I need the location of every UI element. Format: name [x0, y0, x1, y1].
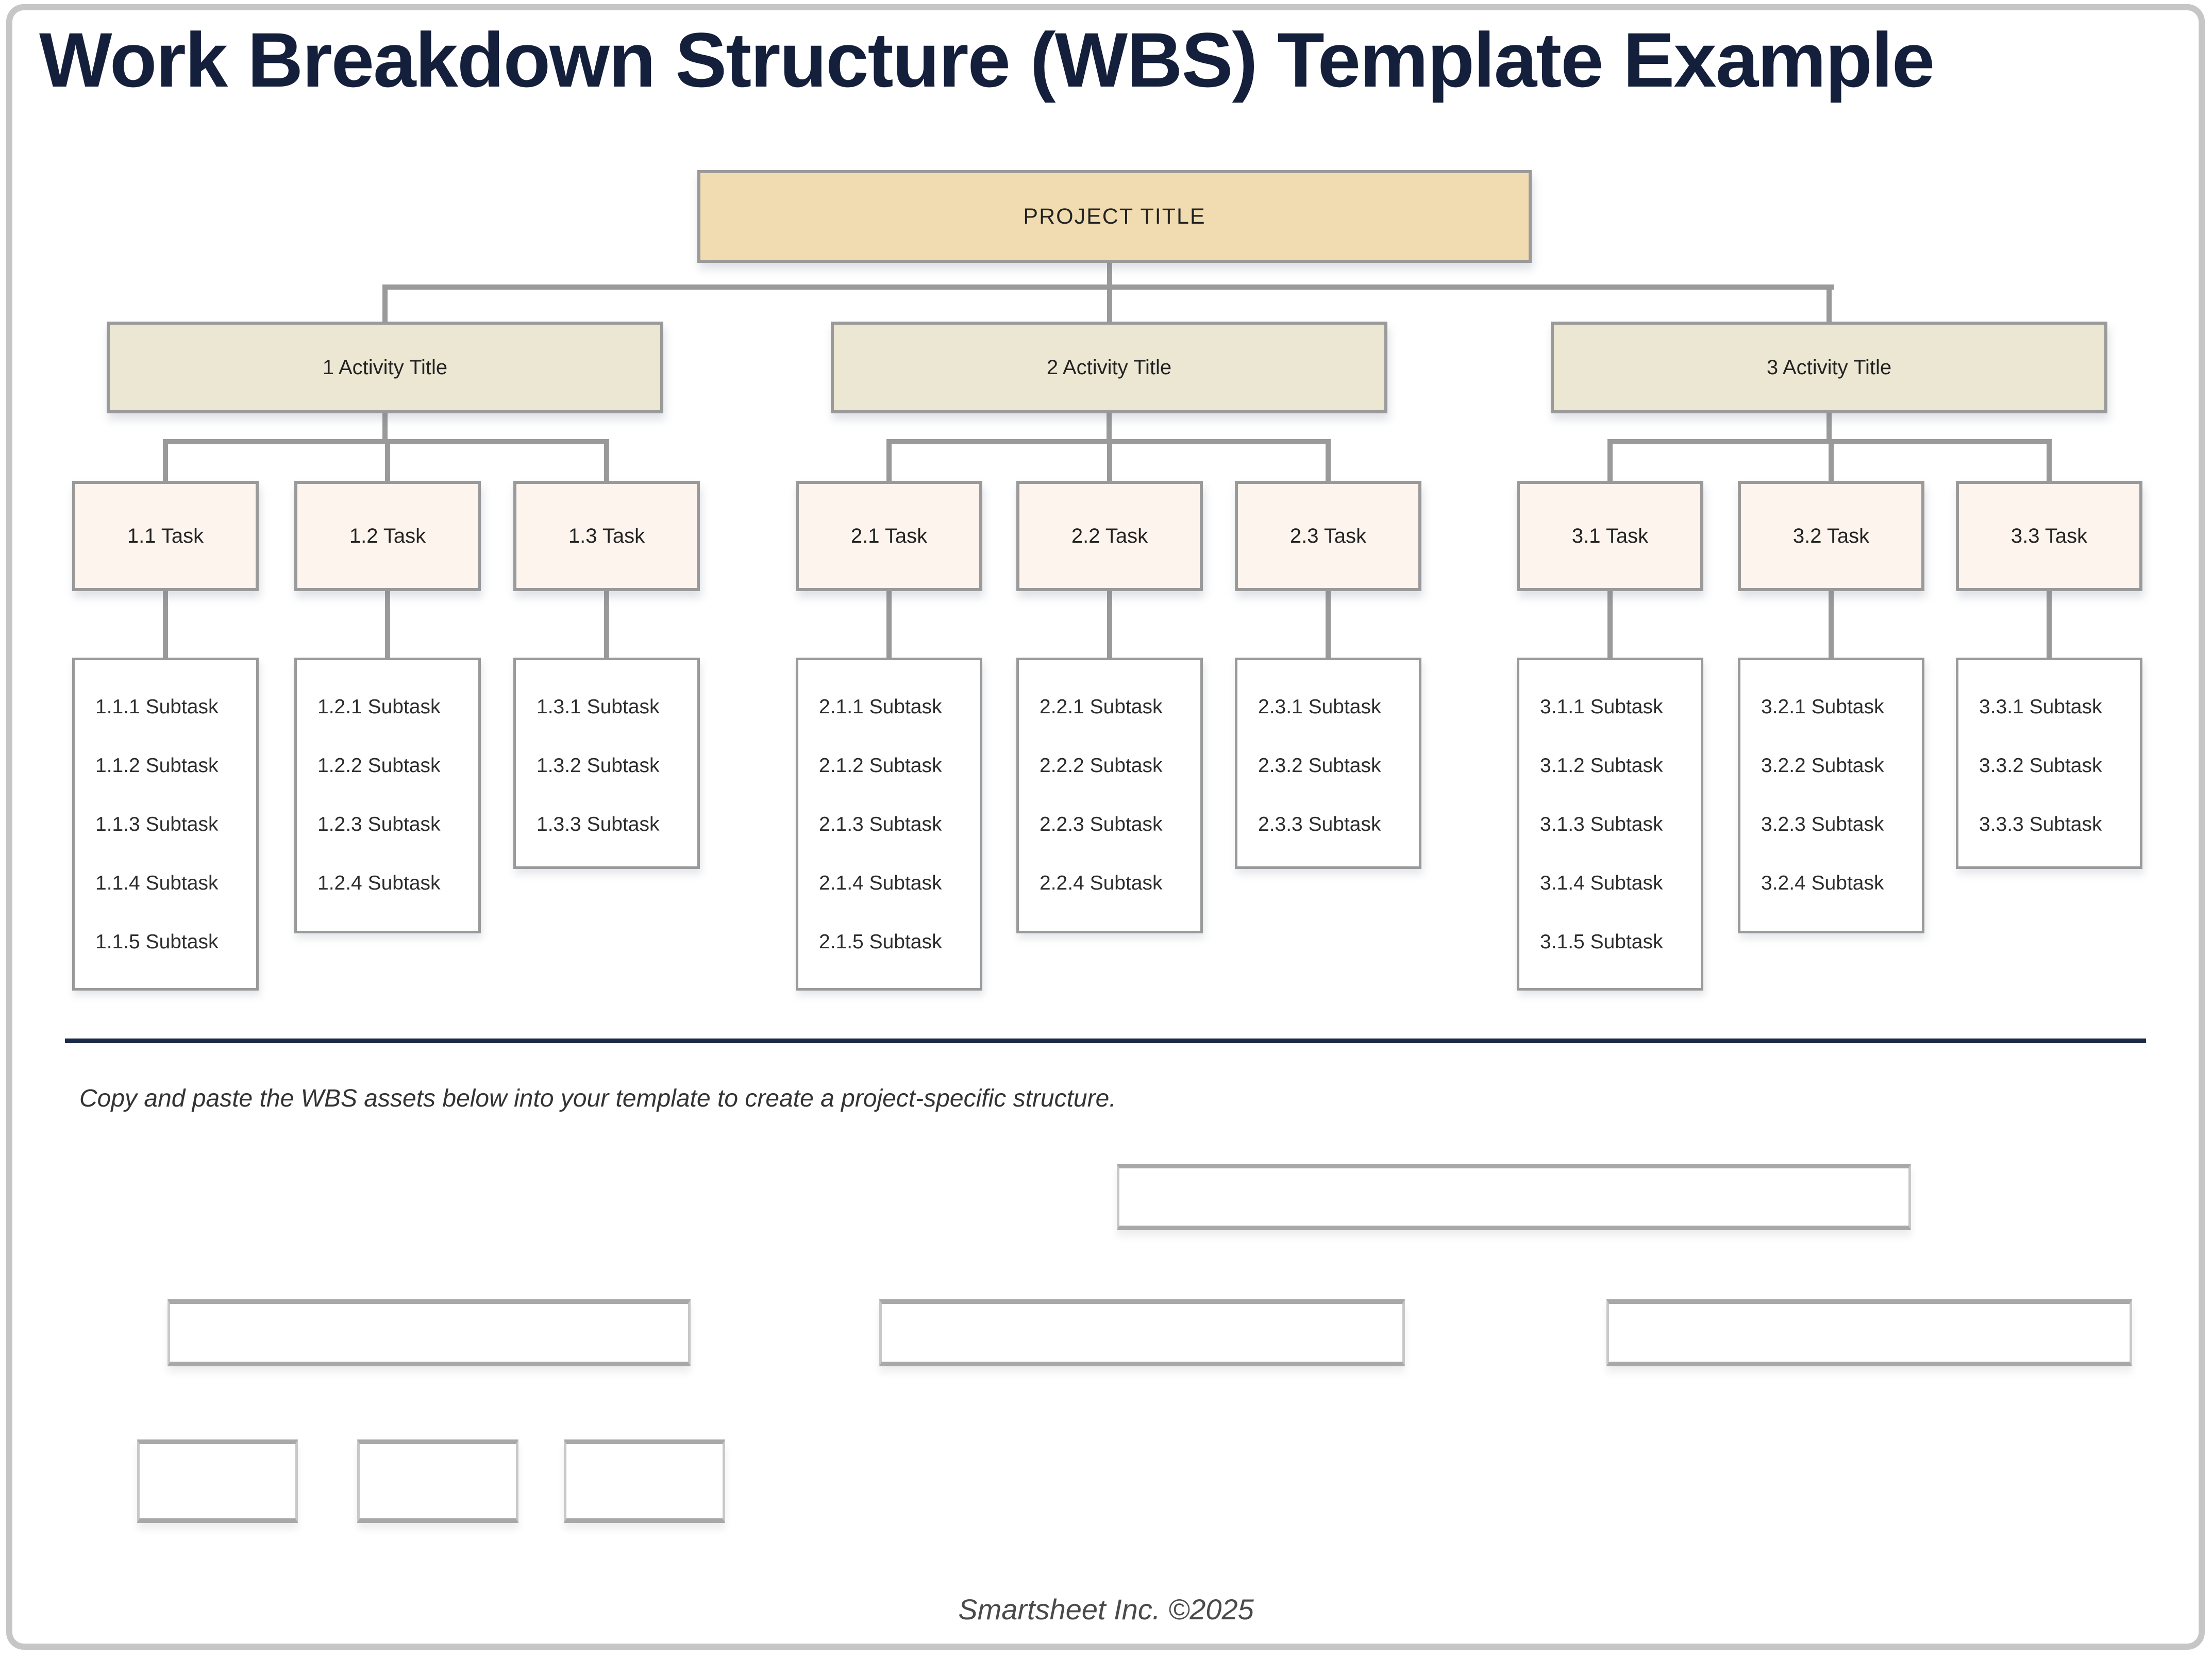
connector-line [385, 439, 390, 481]
subtask-item: 1.3.2 Subtask [537, 755, 660, 777]
connector-line [1826, 413, 1832, 444]
subtask-item: 1.1.5 Subtask [95, 931, 219, 953]
subtask-box-2-2: 2.2.1 Subtask 2.2.2 Subtask 2.2.3 Subtas… [1016, 658, 1203, 933]
task-box-3-3: 3.3 Task [1956, 481, 2142, 591]
subtask-item: 1.1.3 Subtask [95, 813, 219, 835]
connector-line [385, 591, 390, 658]
subtask-item: 1.3.1 Subtask [537, 696, 660, 718]
task-box-1-2: 1.2 Task [294, 481, 481, 591]
task-box-1-1: 1.1 Task [72, 481, 259, 591]
connector-line [604, 591, 609, 658]
connector-line [382, 413, 388, 444]
connector-line [1107, 591, 1112, 658]
subtask-item: 2.1.4 Subtask [819, 872, 942, 894]
subtask-item: 2.2.4 Subtask [1040, 872, 1163, 894]
connector-line [1107, 263, 1112, 322]
subtask-item: 3.3.1 Subtask [1979, 696, 2102, 718]
subtask-item: 3.2.3 Subtask [1761, 813, 1884, 835]
subtask-item: 3.1.1 Subtask [1540, 696, 1663, 718]
subtask-box-2-3: 2.3.1 Subtask 2.3.2 Subtask 2.3.3 Subtas… [1235, 658, 1421, 869]
subtask-item: 3.1.3 Subtask [1540, 813, 1663, 835]
connector-line [2047, 591, 2052, 658]
connector-line [1829, 439, 1834, 481]
subtask-box-1-1: 1.1.1 Subtask 1.1.2 Subtask 1.1.3 Subtas… [72, 658, 259, 991]
empty-asset-box-medium-1 [167, 1299, 691, 1366]
subtask-item: 3.3.2 Subtask [1979, 755, 2102, 777]
activity-box-3: 3 Activity Title [1551, 322, 2107, 413]
connector-line [1107, 413, 1112, 444]
subtask-item: 3.2.2 Subtask [1761, 755, 1884, 777]
subtask-item: 2.1.3 Subtask [819, 813, 942, 835]
connector-line [163, 439, 168, 481]
connector-line [604, 439, 609, 481]
subtask-item: 1.2.1 Subtask [317, 696, 441, 718]
subtask-box-3-2: 3.2.1 Subtask 3.2.2 Subtask 3.2.3 Subtas… [1738, 658, 1924, 933]
task-box-3-2: 3.2 Task [1738, 481, 1924, 591]
footer-copyright: Smartsheet Inc. ©2025 [958, 1593, 1254, 1626]
subtask-item: 1.1.1 Subtask [95, 696, 219, 718]
connector-line [1107, 439, 1112, 481]
connector-line [886, 439, 892, 481]
connector-line [382, 284, 388, 322]
connector-line [1826, 284, 1832, 322]
subtask-box-3-1: 3.1.1 Subtask 3.1.2 Subtask 3.1.3 Subtas… [1517, 658, 1703, 991]
task-box-3-1: 3.1 Task [1517, 481, 1703, 591]
empty-asset-box-small-3 [564, 1439, 725, 1523]
subtask-item: 1.1.4 Subtask [95, 872, 219, 894]
empty-asset-box-medium-3 [1606, 1299, 2132, 1366]
activity-box-1: 1 Activity Title [107, 322, 663, 413]
subtask-item: 1.2.4 Subtask [317, 872, 441, 894]
activity-box-2: 2 Activity Title [831, 322, 1387, 413]
subtask-box-3-3: 3.3.1 Subtask 3.3.2 Subtask 3.3.3 Subtas… [1956, 658, 2142, 869]
subtask-item: 2.1.1 Subtask [819, 696, 942, 718]
subtask-item: 2.2.3 Subtask [1040, 813, 1163, 835]
connector-line [2047, 439, 2052, 481]
connector-line [382, 284, 1834, 290]
connector-line [886, 591, 892, 658]
connector-line [1326, 439, 1331, 481]
connector-line [163, 591, 168, 658]
task-box-1-3: 1.3 Task [513, 481, 700, 591]
connector-line [1607, 591, 1613, 658]
connector-line [1607, 439, 1613, 481]
subtask-item: 1.3.3 Subtask [537, 813, 660, 835]
empty-asset-box-small-1 [137, 1439, 298, 1523]
task-box-2-3: 2.3 Task [1235, 481, 1421, 591]
subtask-item: 2.2.1 Subtask [1040, 696, 1163, 718]
connector-line [1326, 591, 1331, 658]
subtask-item: 3.2.4 Subtask [1761, 872, 1884, 894]
subtask-box-2-1: 2.1.1 Subtask 2.1.2 Subtask 2.1.3 Subtas… [796, 658, 982, 991]
subtask-item: 2.1.5 Subtask [819, 931, 942, 953]
subtask-item: 2.3.3 Subtask [1258, 813, 1381, 835]
subtask-item: 1.2.2 Subtask [317, 755, 441, 777]
section-divider [65, 1039, 2146, 1043]
subtask-item: 3.1.5 Subtask [1540, 931, 1663, 953]
connector-line [1829, 591, 1834, 658]
empty-asset-box-wide [1117, 1164, 1911, 1230]
subtask-item: 2.3.1 Subtask [1258, 696, 1381, 718]
task-box-2-1: 2.1 Task [796, 481, 982, 591]
subtask-item: 2.2.2 Subtask [1040, 755, 1163, 777]
project-title-box: PROJECT TITLE [697, 170, 1532, 263]
empty-asset-box-small-2 [357, 1439, 518, 1523]
empty-asset-box-medium-2 [879, 1299, 1405, 1366]
subtask-item: 2.1.2 Subtask [819, 755, 942, 777]
subtask-box-1-3: 1.3.1 Subtask 1.3.2 Subtask 1.3.3 Subtas… [513, 658, 700, 869]
subtask-item: 3.3.3 Subtask [1979, 813, 2102, 835]
subtask-item: 3.1.4 Subtask [1540, 872, 1663, 894]
subtask-item: 3.1.2 Subtask [1540, 755, 1663, 777]
subtask-box-1-2: 1.2.1 Subtask 1.2.2 Subtask 1.2.3 Subtas… [294, 658, 481, 933]
task-box-2-2: 2.2 Task [1016, 481, 1203, 591]
instruction-text: Copy and paste the WBS assets below into… [79, 1085, 1116, 1112]
subtask-item: 1.2.3 Subtask [317, 813, 441, 835]
subtask-item: 2.3.2 Subtask [1258, 755, 1381, 777]
subtask-item: 3.2.1 Subtask [1761, 696, 1884, 718]
subtask-item: 1.1.2 Subtask [95, 755, 219, 777]
page-title: Work Breakdown Structure (WBS) Template … [39, 16, 1935, 103]
